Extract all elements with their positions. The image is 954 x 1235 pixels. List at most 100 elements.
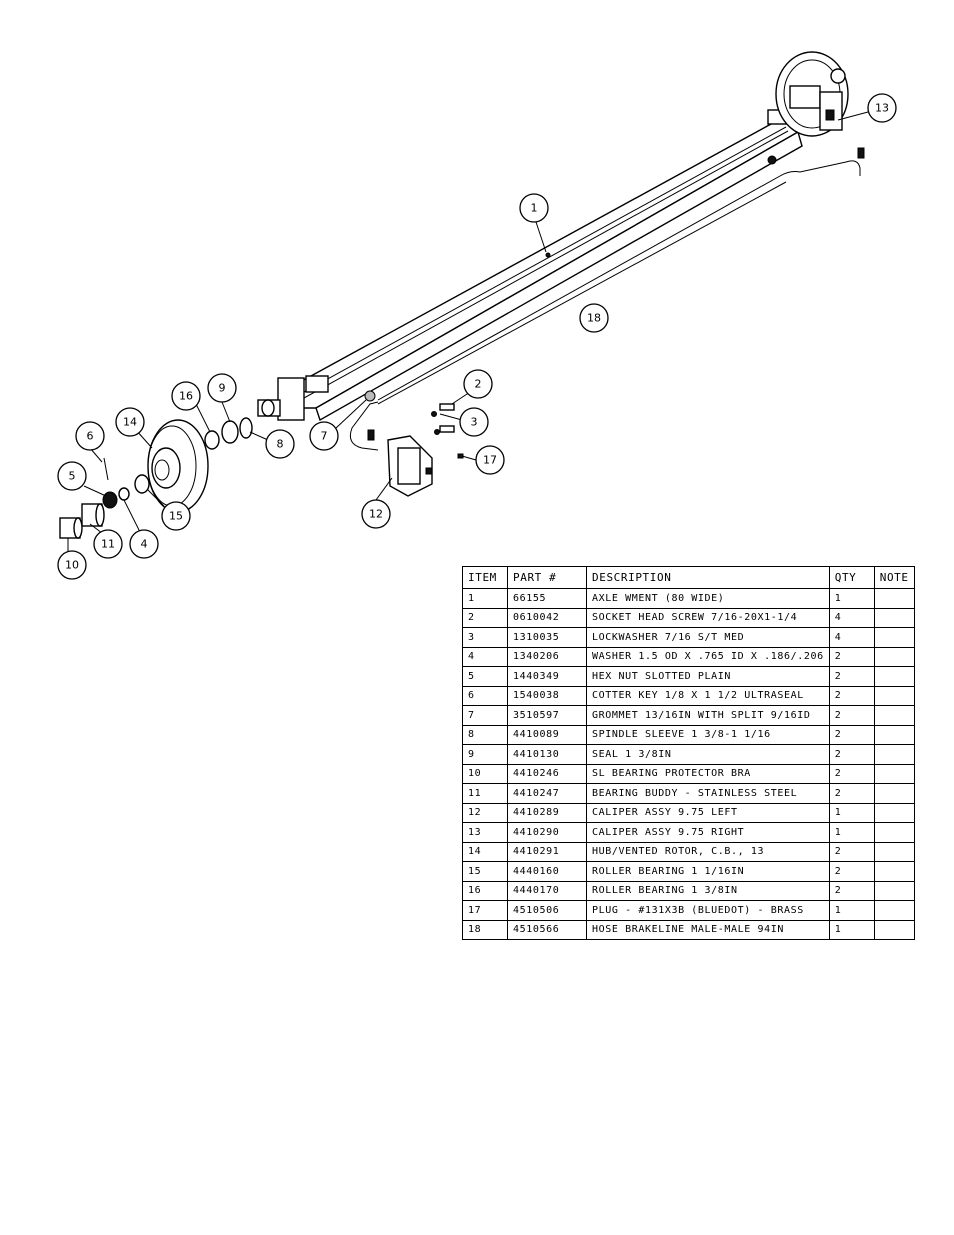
- cell-note: [873, 841, 915, 862]
- col-header-item: ITEM: [462, 566, 508, 589]
- cell-note: [873, 880, 915, 901]
- cell-note: [873, 666, 915, 687]
- cell-qty: 1: [828, 900, 875, 921]
- callout-16: 16: [171, 381, 201, 411]
- svg-text:6: 6: [87, 430, 94, 443]
- cell-part-number: 4440160: [507, 861, 587, 882]
- cell-note: [873, 685, 915, 706]
- svg-text:1: 1: [531, 202, 538, 215]
- callout-9: 9: [207, 373, 237, 403]
- cell-part-number: 1310035: [507, 627, 587, 648]
- callout-3: 3: [459, 407, 489, 437]
- cell-description: HUB/VENTED ROTOR, C.B., 13: [586, 841, 830, 862]
- cell-item: 6: [462, 685, 508, 706]
- svg-text:2: 2: [475, 378, 482, 391]
- cell-item: 11: [462, 783, 508, 804]
- cell-description: LOCKWASHER 7/16 S/T MED: [586, 627, 830, 648]
- cell-description: SOCKET HEAD SCREW 7/16-20X1-1/4: [586, 607, 830, 628]
- cell-description: PLUG - #131X3B (BLUEDOT) - BRASS: [586, 900, 830, 921]
- cell-description: SL BEARING PROTECTOR BRA: [586, 763, 830, 784]
- cell-note: [873, 588, 915, 609]
- cell-description: SPINDLE SLEEVE 1 3/8-1 1/16: [586, 724, 830, 745]
- cell-description: ROLLER BEARING 1 1/16IN: [586, 861, 830, 882]
- cell-part-number: 4410290: [507, 822, 587, 843]
- callout-8: 8: [265, 429, 295, 459]
- callout-18: 18: [579, 303, 609, 333]
- cell-qty: 1: [828, 919, 875, 940]
- cell-description: WASHER 1.5 OD X .765 ID X .186/.206: [586, 646, 830, 667]
- col-header-part: PART #: [507, 566, 587, 589]
- callout-7: 7: [309, 421, 339, 451]
- cell-description: HOSE BRAKELINE MALE-MALE 94IN: [586, 919, 830, 940]
- cell-part-number: 4410130: [507, 744, 587, 765]
- cell-part-number: 3510597: [507, 705, 587, 726]
- cell-item: 12: [462, 802, 508, 823]
- cell-description: HEX NUT SLOTTED PLAIN: [586, 666, 830, 687]
- callout-1: 1: [519, 193, 549, 223]
- cell-item: 18: [462, 919, 508, 940]
- callout-13: 13: [867, 93, 897, 123]
- svg-text:11: 11: [101, 538, 115, 551]
- cell-qty: 2: [828, 841, 875, 862]
- cell-item: 3: [462, 627, 508, 648]
- hub-rotor: [134, 419, 209, 513]
- cell-part-number: 4410289: [507, 802, 587, 823]
- hub-hardware: [59, 457, 130, 539]
- cell-item: 15: [462, 861, 508, 882]
- cell-part-number: 4510566: [507, 919, 587, 940]
- cell-note: [873, 822, 915, 843]
- cell-qty: 2: [828, 705, 875, 726]
- svg-text:18: 18: [587, 312, 601, 325]
- callout-6: 6: [75, 421, 105, 451]
- cell-qty: 2: [828, 646, 875, 667]
- svg-text:4: 4: [141, 538, 148, 551]
- svg-text:9: 9: [219, 382, 226, 395]
- cell-note: [873, 783, 915, 804]
- cell-qty: 2: [828, 685, 875, 706]
- cell-item: 8: [462, 724, 508, 745]
- cell-item: 16: [462, 880, 508, 901]
- cell-part-number: 4410246: [507, 763, 587, 784]
- cell-note: [873, 900, 915, 921]
- seals-bearings: [204, 417, 253, 450]
- callout-15: 15: [161, 501, 191, 531]
- cell-qty: 1: [828, 802, 875, 823]
- col-header-qty: QTY: [828, 566, 875, 589]
- callout-10: 10: [57, 550, 87, 580]
- cell-item: 9: [462, 744, 508, 765]
- svg-text:14: 14: [123, 416, 137, 429]
- cell-part-number: 4510506: [507, 900, 587, 921]
- cell-item: 5: [462, 666, 508, 687]
- cell-part-number: 4440170: [507, 880, 587, 901]
- cell-note: [873, 705, 915, 726]
- svg-text:15: 15: [169, 510, 183, 523]
- cell-part-number: 1340206: [507, 646, 587, 667]
- cell-note: [873, 607, 915, 628]
- svg-text:10: 10: [65, 559, 79, 572]
- cell-part-number: 4410089: [507, 724, 587, 745]
- svg-text:16: 16: [179, 390, 193, 403]
- callout-5: 5: [57, 461, 87, 491]
- callout-17: 17: [475, 445, 505, 475]
- left-spindle: [257, 377, 305, 421]
- cell-description: CALIPER ASSY 9.75 RIGHT: [586, 822, 830, 843]
- cell-item: 10: [462, 763, 508, 784]
- cell-item: 17: [462, 900, 508, 921]
- cell-qty: 2: [828, 763, 875, 784]
- svg-text:7: 7: [321, 430, 328, 443]
- leader-lines: [67, 111, 869, 552]
- cell-description: CALIPER ASSY 9.75 LEFT: [586, 802, 830, 823]
- cell-note: [873, 919, 915, 940]
